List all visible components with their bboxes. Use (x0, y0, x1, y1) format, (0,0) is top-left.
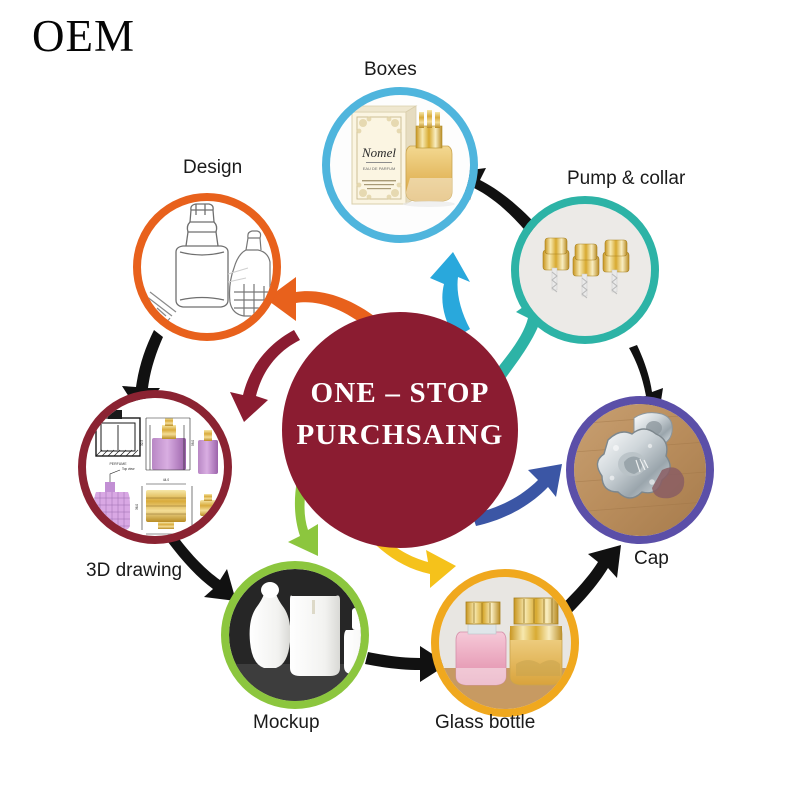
label-3d-drawing: 3D drawing (86, 560, 183, 581)
svg-text:44.0: 44.0 (163, 478, 169, 482)
label-design: Design (183, 157, 243, 178)
node-pump-collar[interactable] (511, 196, 659, 344)
svg-text:Nomel: Nomel (361, 145, 396, 160)
node-boxes[interactable]: Nomel EAU DE PARFUM (322, 87, 478, 243)
oem-wordmark: OEM (32, 11, 135, 61)
3d-drawing-illustration: PERFUME 32.5 58.0 (86, 398, 224, 536)
connector-mockup-to-glass (365, 646, 448, 682)
boxes-photo: Nomel EAU DE PARFUM (330, 95, 470, 235)
label-mockup: Mockup (253, 712, 320, 733)
svg-text:32.5: 32.5 (140, 440, 144, 446)
connector-glass-to-cap (553, 545, 621, 623)
pump-collar-photo (519, 204, 651, 336)
svg-text:EAU DE PARFUM: EAU DE PARFUM (363, 166, 396, 171)
connector-3d-to-mockup (168, 536, 236, 601)
svg-text:Top view: Top view (122, 467, 135, 471)
design-illustration (141, 201, 273, 333)
glass-bottle-photo (439, 577, 571, 709)
radial-indigo-arrow (472, 464, 562, 526)
label-cap: Cap (634, 548, 669, 569)
label-boxes: Boxes (364, 59, 417, 80)
radial-green-arrow (288, 460, 318, 556)
cap-photo (574, 404, 706, 536)
svg-text:PERFUME: PERFUME (109, 462, 127, 466)
center-circle (282, 312, 518, 548)
node-design[interactable] (133, 193, 281, 341)
connector-pump-to-boxes (455, 168, 543, 240)
svg-text:58.0: 58.0 (191, 440, 195, 446)
mockup-photo (229, 569, 361, 701)
radial-arrow-group (230, 252, 562, 588)
node-cap[interactable] (566, 396, 714, 544)
radial-maroon-arrow (230, 330, 300, 422)
radial-blue-arrow (430, 252, 470, 338)
radial-orange-arrow (266, 277, 378, 330)
node-mockup[interactable] (221, 561, 388, 709)
node-3d-drawing[interactable]: PERFUME 32.5 58.0 (78, 390, 232, 544)
node-glass-bottle[interactable] (431, 569, 579, 717)
label-glass-bottle: Glass bottle (435, 712, 536, 733)
svg-text:36.0: 36.0 (135, 504, 139, 510)
label-pump-collar: Pump & collar (567, 168, 686, 189)
